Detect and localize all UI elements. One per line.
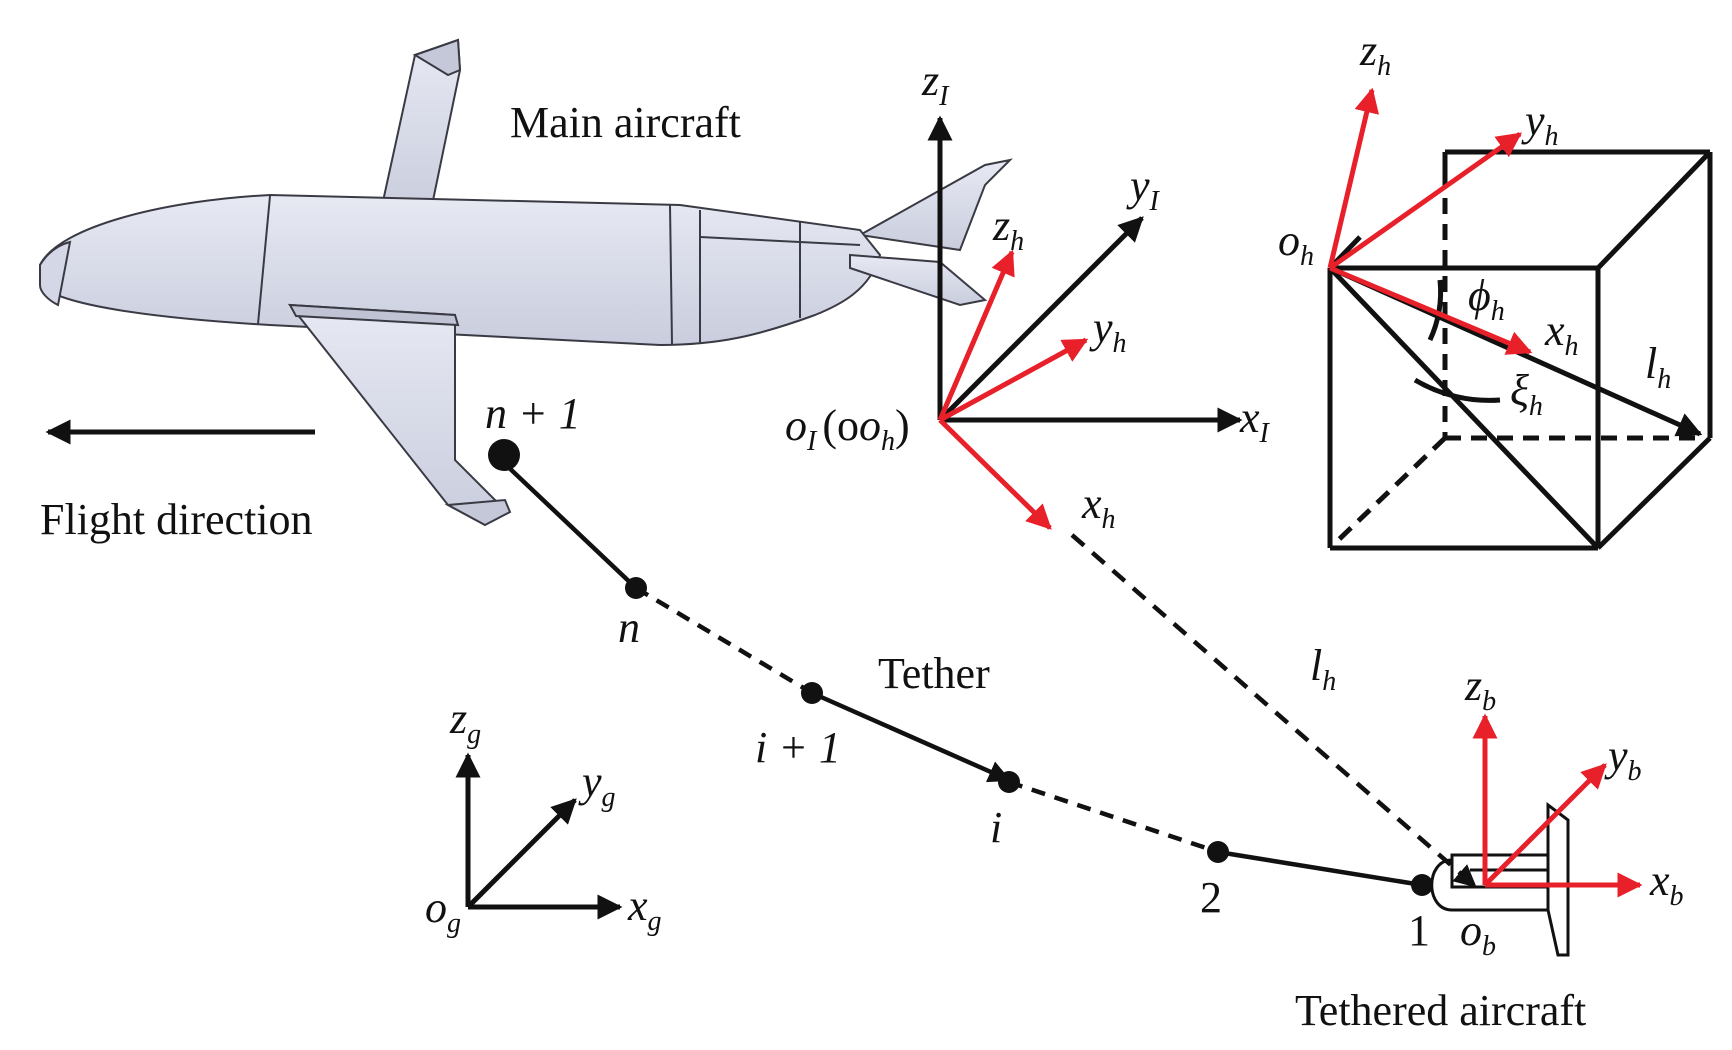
tether-node-n-plus-1 [488,439,520,471]
cube-origin-label: oh [1278,216,1314,272]
cube-x-label: xh [1544,306,1579,362]
ground-z-label: zg [449,694,481,750]
hinge-x-label: xh [1081,479,1116,535]
tethered-aircraft-label: Tethered aircraft [1295,986,1586,1035]
tethered-aircraft-illustration [1430,802,1570,957]
inertial-frame-axes [927,115,1243,530]
inertial-z-label: zI [921,56,950,112]
body-origin-label: ob [1460,906,1496,962]
tether-label: Tether [878,649,990,698]
cube-l-label: lh [1645,339,1671,395]
tether-node-1 [1411,874,1433,896]
distance-l-label: lh [1310,641,1336,697]
cube-z-label: zh [1359,26,1391,82]
node-label-n-plus-1: n + 1 [485,389,581,438]
tether-node-2 [1207,841,1229,863]
inertial-x-label: xI [1239,393,1271,449]
node-label-i-plus-1: i + 1 [755,723,841,772]
ground-y-label: yg [578,757,616,813]
ground-origin-label: og [425,883,461,939]
flight-direction-label: Flight direction [40,495,313,544]
cube-hinge-axes [1327,87,1533,355]
node-label-n: n [618,603,640,652]
ground-x-label: xg [627,881,662,937]
hinge-distance-line [1070,533,1477,888]
cube-phi-label: ϕh [1468,271,1505,327]
cube-xi-label: ξh [1510,366,1543,422]
inertial-y-label: yI [1126,161,1161,217]
hinge-z-label: zh [992,201,1024,257]
hinge-y-label: yh [1089,303,1127,359]
node-label-i: i [990,803,1002,852]
inertial-origin-label: oI(ooh) [785,401,910,457]
tether-node-i [998,771,1020,793]
body-y-label: yb [1604,731,1642,787]
body-z-label: zb [1464,661,1496,717]
ground-frame-axes [455,752,623,920]
tether-node-n [625,577,647,599]
node-label-1: 1 [1408,906,1430,955]
main-aircraft-label: Main aircraft [510,98,741,147]
tether-nodes [488,439,1433,896]
tether-node-i-plus-1 [801,682,823,704]
tether [502,461,1423,888]
body-frame-axes [1472,713,1643,898]
node-label-2: 2 [1200,873,1222,922]
main-aircraft-illustration [39,38,1014,527]
cube-y-label: yh [1521,96,1559,152]
body-x-label: xb [1649,856,1684,912]
